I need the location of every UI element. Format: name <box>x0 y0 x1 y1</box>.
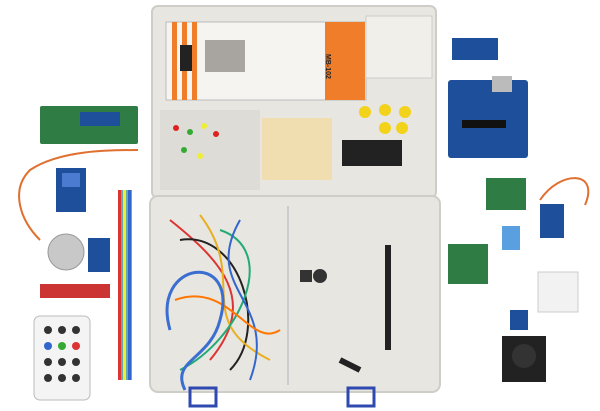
water-sensor <box>40 284 110 298</box>
led-matrix <box>537 271 579 313</box>
seven-seg-display <box>342 140 402 166</box>
usb-cable <box>165 270 225 391</box>
stepper-driver <box>486 178 526 210</box>
case-clip-left <box>188 386 218 408</box>
dht-sensor <box>502 226 520 250</box>
case-clip-right <box>346 386 376 408</box>
breadboard-model-label: MB-102 <box>323 53 331 79</box>
jumper-wires <box>169 214 281 381</box>
arduino-uno <box>448 80 528 158</box>
stepper-motor <box>47 233 85 271</box>
servo-motor <box>540 204 564 238</box>
keypad-module <box>448 244 488 284</box>
breadboard-label <box>180 45 192 71</box>
rtc-module <box>452 38 498 60</box>
